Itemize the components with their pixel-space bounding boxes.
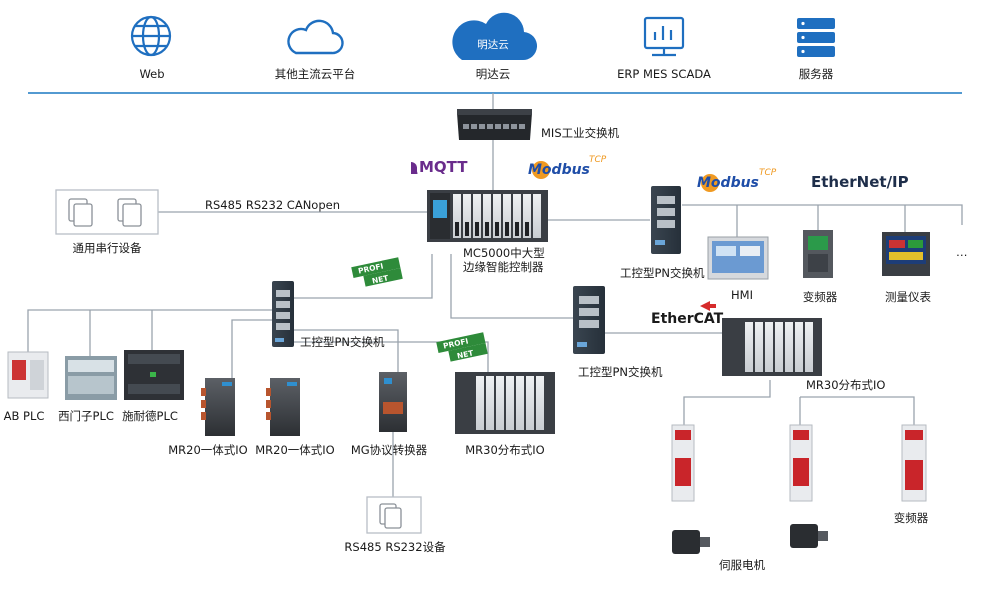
siemens-plc-label: 西门子PLC — [58, 409, 114, 423]
hmi-device — [707, 236, 769, 280]
bus-right-top — [682, 204, 963, 225]
vfd-bottom-device — [901, 424, 927, 502]
pn-switch-mid-device — [573, 286, 605, 354]
mis-switch-label: MIS工业交换机 — [541, 126, 620, 140]
modbus-gear-icon — [532, 161, 719, 192]
pn-switch-left-label: 工控型PN交换机 — [300, 335, 385, 349]
globe-icon — [130, 15, 172, 57]
cloud-label-server: 服务器 — [798, 67, 834, 81]
mr20-io-b-device — [266, 378, 300, 436]
cloud-label-mingda: 明达云 — [475, 67, 511, 81]
modbus-tcp-text-right: TCP — [759, 168, 777, 178]
servo-motor-label: 伺服电机 — [719, 558, 765, 572]
rs-device-box — [366, 496, 422, 534]
servo-drive-a-device — [671, 424, 695, 502]
serial-link-label: RS485 RS232 CANopen — [205, 198, 340, 212]
mis-switch-device — [457, 109, 532, 140]
cloud-label-erp: ERP MES SCADA — [617, 67, 711, 81]
serial-device-label: 通用串行设备 — [72, 241, 142, 255]
profinet-logo-left — [351, 257, 403, 287]
mg-converter-device — [379, 372, 407, 432]
meter-label: 测量仪表 — [885, 290, 931, 304]
schneider-plc-label: 施耐德PLC — [122, 409, 178, 423]
servo-motor-a-device — [672, 530, 710, 554]
modbus-logo-text-top: Modbus — [528, 162, 590, 178]
connection-lines — [27, 93, 963, 497]
mr20-io-b-label: MR20一体式IO — [255, 443, 335, 457]
cloud-badge-text: 明达云 — [477, 39, 509, 51]
more-devices-ellipsis: … — [956, 245, 968, 259]
mr30-io-left-device — [455, 372, 555, 434]
pn-switch-right-label: 工控型PN交换机 — [620, 266, 705, 280]
hmi-label: HMI — [731, 288, 753, 302]
mr20-io-a-label: MR20一体式IO — [168, 443, 248, 457]
ethercat-arrow-icon — [700, 301, 716, 311]
pn-switch-left-device — [272, 281, 294, 347]
monitor-chart-icon — [643, 16, 685, 57]
servo-drive-b-device — [789, 424, 813, 502]
server-icon — [797, 18, 835, 57]
schneider-plc-device — [124, 350, 184, 400]
mc5000-controller-device — [427, 190, 548, 242]
link-controller-pn-left — [292, 254, 433, 299]
servo-motor-b-device — [790, 524, 828, 548]
mr30-io-right-label: MR30分布式IO — [806, 378, 886, 392]
meter-device — [882, 232, 930, 276]
modbus-tcp-text-top: TCP — [589, 155, 607, 165]
vfd-top-device — [803, 230, 833, 278]
mqtt-logo-text: MQTT — [419, 158, 468, 176]
mr20-io-a-device — [201, 378, 235, 436]
cloud-label-other-platforms: 其他主流云平台 — [274, 67, 356, 81]
mg-converter-label: MG协议转换器 — [350, 443, 428, 457]
siemens-plc-device — [65, 356, 117, 400]
pn-switch-right-device — [651, 186, 681, 254]
vfd-bottom-label: 变频器 — [893, 511, 929, 525]
link-controller-pn-mid — [450, 254, 573, 319]
ethercat-logo-text: EtherCAT — [651, 311, 724, 327]
profinet-logo-mid — [436, 332, 488, 362]
controller-label-line2: 边缘智能控制器 — [463, 260, 544, 274]
pn-switch-mid-label: 工控型PN交换机 — [578, 365, 663, 379]
rs-device-label: RS485 RS232设备 — [344, 540, 446, 554]
ab-plc-label: AB PLC — [3, 409, 45, 423]
controller-label-line1: MC5000中大型 — [463, 246, 545, 260]
ab-plc-device — [7, 351, 49, 399]
mr30-io-right-device — [722, 318, 822, 376]
cloud-label-web: Web — [139, 67, 165, 81]
cloud-filled-icon — [452, 12, 538, 61]
serial-device-box — [55, 189, 159, 235]
mqtt-logo-mark — [410, 162, 418, 175]
mr30-io-left-label: MR30分布式IO — [465, 443, 545, 457]
modbus-logo-text-right: Modbus — [697, 175, 759, 191]
ethernetip-logo-text: EtherNet/IP — [811, 173, 909, 191]
vfd-top-label: 变频器 — [802, 290, 838, 304]
cloud-icon — [287, 19, 344, 55]
